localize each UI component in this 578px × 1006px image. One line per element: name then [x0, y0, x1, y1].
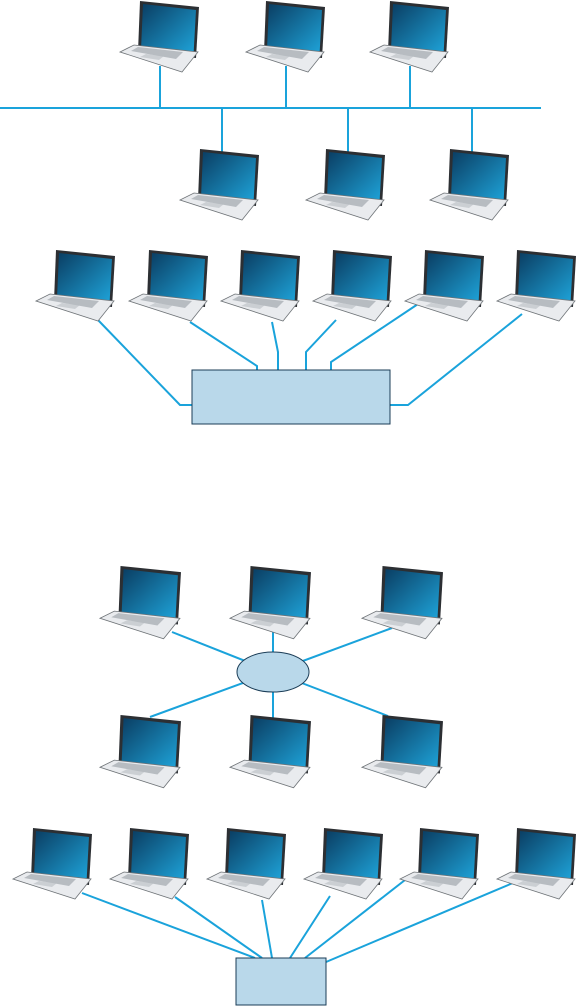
star-cable [262, 900, 272, 958]
laptop-icon [36, 250, 115, 321]
laptop-icon [497, 828, 576, 899]
laptop-icon [304, 828, 383, 899]
laptop-icon [405, 250, 484, 321]
laptop-icon [13, 828, 92, 899]
laptop-icon [221, 250, 300, 321]
laptop-icon [230, 715, 311, 788]
hubs-and-switches [192, 370, 390, 1005]
laptop-icon [362, 715, 443, 788]
laptop-icon [370, 1, 449, 72]
star-cable [290, 896, 330, 958]
laptop-icon [207, 828, 286, 899]
computers [13, 1, 576, 899]
laptop-icon [362, 566, 443, 639]
star-cable [82, 893, 255, 958]
laptop-icon [313, 250, 392, 321]
laptop-icon [400, 828, 479, 899]
laptop-icon [129, 250, 208, 321]
laptop-icon [230, 566, 311, 639]
laptop-icon [246, 1, 325, 72]
hub-ellipse [237, 652, 309, 692]
star-cable [175, 897, 262, 958]
laptop-icon [180, 149, 259, 220]
laptop-icon [430, 149, 509, 220]
hub-box [192, 370, 390, 424]
laptop-icon [497, 250, 576, 321]
laptop-icon [100, 715, 181, 788]
laptop-icon [110, 828, 189, 899]
laptop-icon [306, 149, 385, 220]
laptop-icon [120, 1, 199, 72]
laptop-icon [100, 566, 181, 639]
switch-box [236, 958, 326, 1005]
